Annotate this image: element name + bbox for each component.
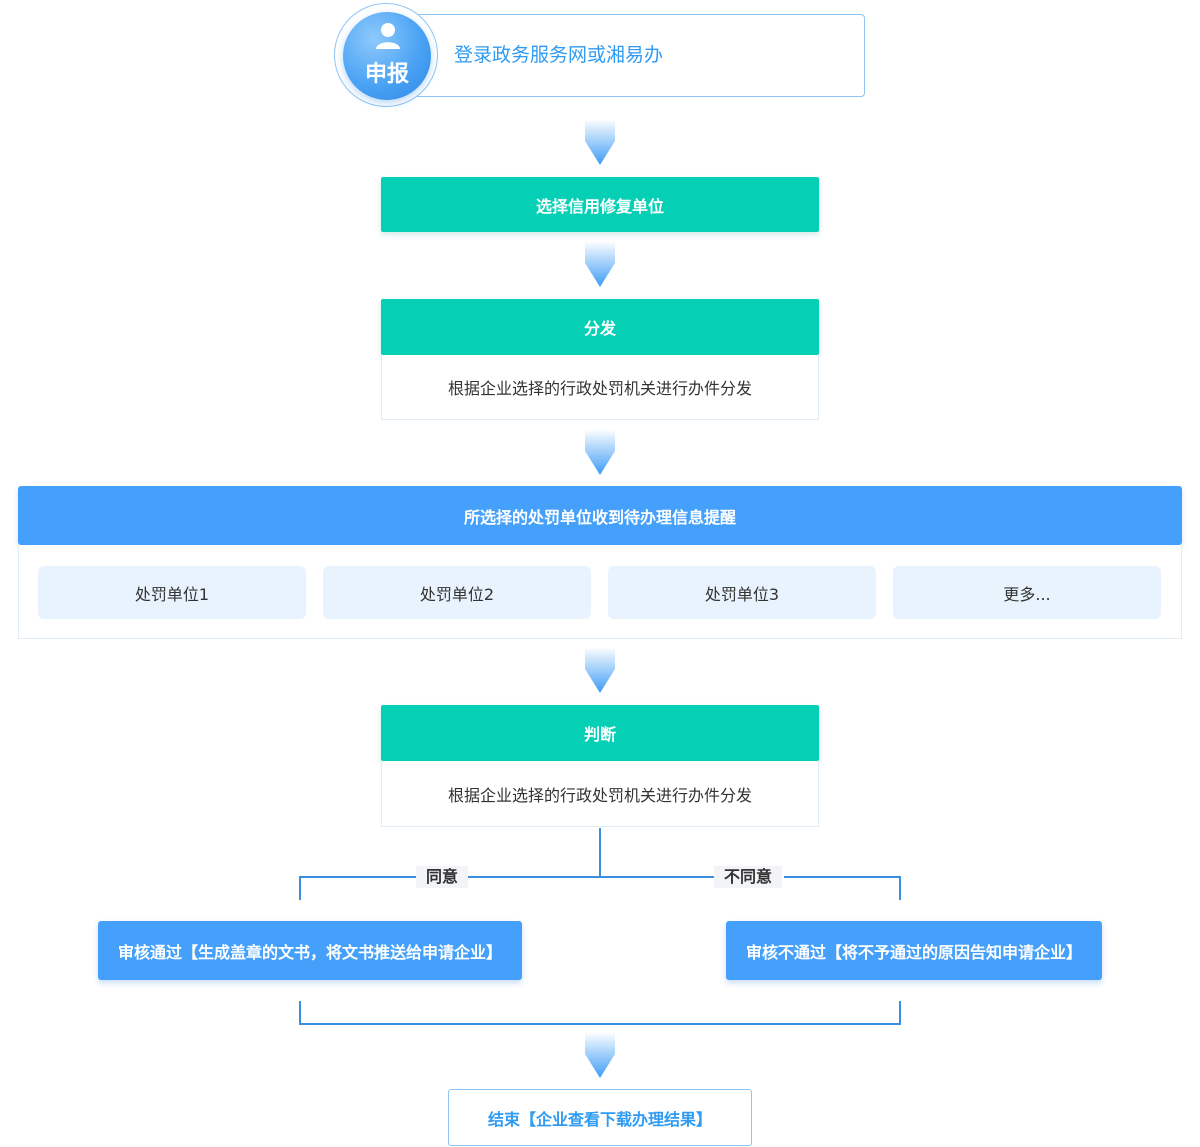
unit-card-2: 处罚单位2: [323, 566, 591, 619]
end-text: 结束【企业查看下载办理结果】: [487, 1109, 712, 1129]
unit-label: 处罚单位1: [134, 584, 210, 604]
unit-label: 处罚单位2: [419, 584, 495, 604]
unit-card-more: 更多...: [893, 566, 1161, 619]
user-icon: [376, 23, 400, 49]
agree-label: 同意: [416, 866, 469, 888]
disagree-branch-line: [784, 876, 901, 900]
unit-label: 处罚单位3: [704, 584, 780, 604]
unit-card-3: 处罚单位3: [608, 566, 876, 619]
apply-text: 登录政务服务网或湘易办: [454, 44, 664, 66]
disagree-result-box: 审核不通过【将不予通过的原因告知申请企业】: [726, 921, 1102, 980]
end-box: 结束【企业查看下载办理结果】: [448, 1089, 752, 1146]
unit-card-1: 处罚单位1: [38, 566, 306, 619]
down-arrow-icon: [585, 429, 615, 475]
down-arrow-icon: [585, 241, 615, 287]
down-arrow-icon: [585, 647, 615, 693]
disagree-label: 不同意: [714, 866, 783, 888]
down-arrow-icon: [585, 119, 615, 165]
unit-label: 更多...: [1003, 584, 1051, 604]
judge-desc-box: 根据企业选择的行政处罚机关进行办件分发: [381, 761, 819, 827]
distribute-desc: 根据企业选择的行政处罚机关进行办件分发: [447, 379, 752, 398]
distribute-header: 分发: [381, 299, 819, 355]
select-unit-box: 选择信用修复单位: [381, 177, 819, 232]
select-unit-title: 选择信用修复单位: [535, 196, 664, 216]
judge-desc: 根据企业选择的行政处罚机关进行办件分发: [447, 785, 752, 805]
down-arrow-icon: [585, 1032, 615, 1078]
agree-result-text: 审核通过【生成盖章的文书，将文书推送给申请企业】: [117, 942, 502, 962]
agree-result-box: 审核通过【生成盖章的文书，将文书推送给申请企业】: [98, 921, 522, 980]
apply-box: [378, 14, 865, 97]
judge-title: 判断: [583, 725, 616, 744]
agree-branch-line: [299, 876, 416, 900]
judge-header: 判断: [381, 705, 819, 761]
distribute-title: 分发: [583, 319, 616, 338]
disagree-result-text: 审核不通过【将不予通过的原因告知申请企业】: [745, 942, 1082, 962]
notify-title: 所选择的处罚单位收到待办理信息提醒: [463, 507, 736, 527]
distribute-desc-box: 根据企业选择的行政处罚机关进行办件分发: [381, 355, 819, 420]
apply-badge-label: 申报: [364, 62, 409, 87]
merge-line: [299, 1001, 901, 1025]
notify-header: 所选择的处罚单位收到待办理信息提醒: [18, 486, 1182, 545]
